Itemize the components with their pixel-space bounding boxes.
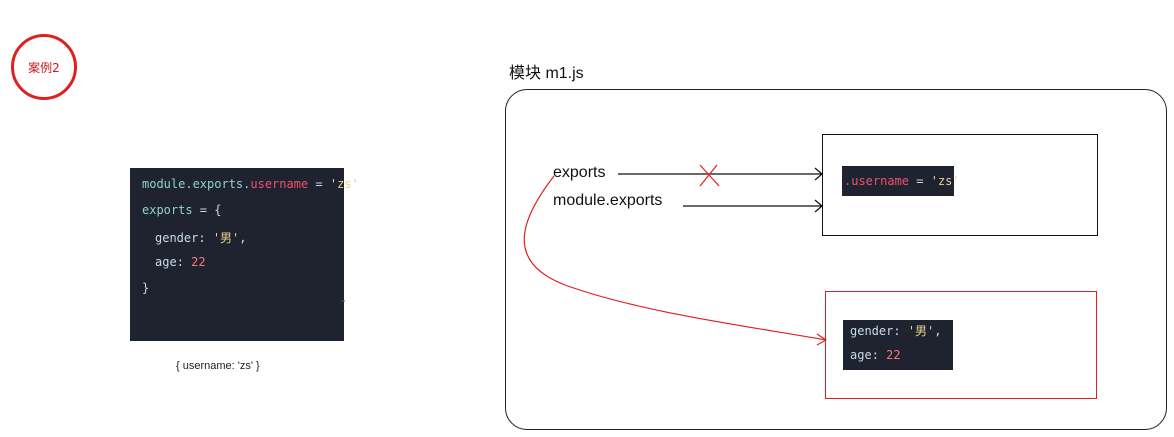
code-token: age [155,255,177,269]
code-token: = { [192,203,222,217]
username-snippet: .username = 'zs' [842,166,960,196]
snippet-line: .username = 'zs' [844,174,960,188]
case-badge: 案例2 [11,34,77,100]
object-box-new [825,291,1097,399]
case-badge-label: 案例2 [28,60,60,75]
result-label: { username: 'zs' } [176,360,260,372]
exports-new-reference-arrow [523,175,827,341]
code-line-4: age: 22 [155,255,206,269]
arrowhead-icon [814,199,823,213]
arrowhead-icon [814,167,823,181]
code-token: username [250,177,309,191]
code-token: exports [142,203,193,217]
code-token: = [308,177,330,191]
code-token: 'zs' [329,177,359,191]
code-token: , [239,231,247,245]
code-token: 22 [191,255,206,269]
code-token: : [893,324,908,338]
code-line-3: gender: '男', [155,229,247,246]
code-token: = [909,174,931,188]
code-token: age [850,348,872,362]
gender-snippet: gender: '男', age: 22 [843,320,953,370]
code-token: module.exports. [142,177,251,191]
code-token: .username [844,174,910,188]
code-token: gender [850,324,894,338]
code-token: } [142,281,150,295]
module-exports-label: module.exports [553,192,663,209]
cross-icon [699,164,720,187]
code-token: : [176,255,192,269]
code-token: , [934,324,942,338]
code-token: : [871,348,887,362]
cross-icon [699,164,718,187]
code-token: 22 [886,348,901,362]
snippet-line-2: age: 22 [850,348,901,362]
module-title: 模块 m1.js [509,65,584,82]
arrowhead-icon [816,333,828,346]
code-token: '男' [907,324,935,338]
code-line-5: } [142,281,149,295]
code-token: 'zs' [930,174,960,188]
object-box-original [822,134,1098,236]
module-container [505,89,1167,430]
code-line-1: module.exports.username = 'zs' [142,177,359,191]
code-token: gender [155,231,199,245]
code-token: '男' [212,231,240,245]
code-token: : [198,231,213,245]
main-code-block: module.exports.username = 'zs' exports =… [130,168,359,341]
exports-label: exports [553,164,606,181]
code-line-2: exports = { [142,203,221,217]
snippet-line-1: gender: '男', [850,322,942,339]
